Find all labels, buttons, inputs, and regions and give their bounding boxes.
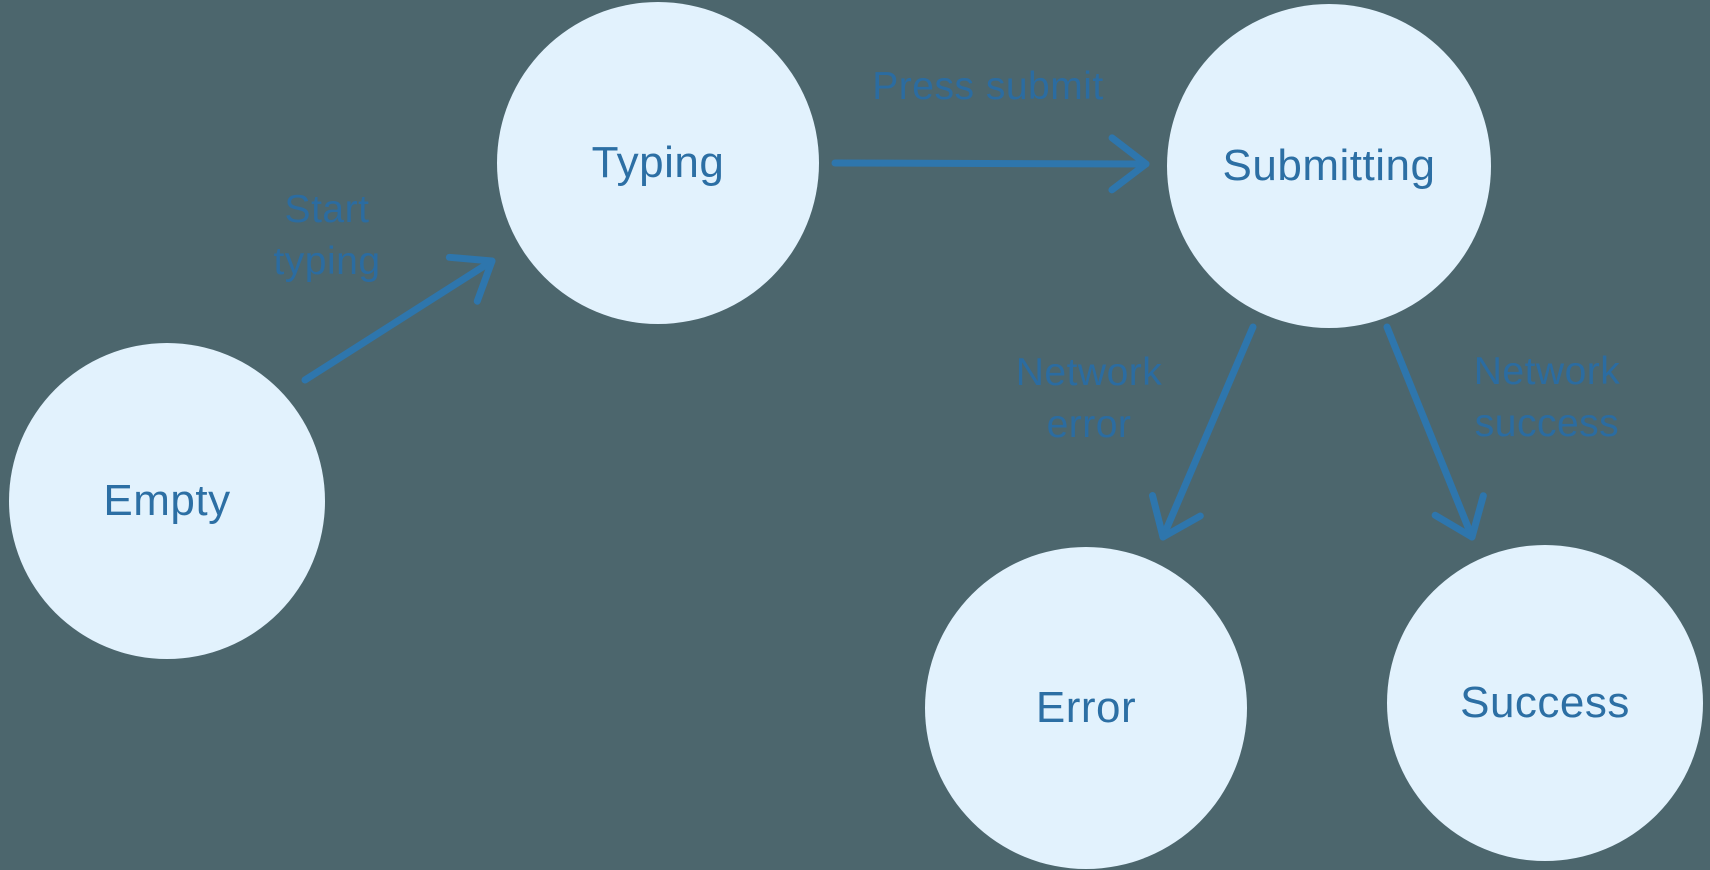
edge-label-start-typing: Start typing	[273, 184, 380, 288]
edge-label-line: error	[1046, 403, 1132, 446]
state-node-submitting: Submitting	[1167, 4, 1491, 328]
edge-label-line: Press submit	[872, 65, 1104, 108]
state-label-typing: Typing	[591, 138, 725, 187]
state-node-error: Error	[925, 547, 1247, 869]
state-node-empty: Empty	[9, 343, 325, 659]
edge-label-line: Network	[1015, 351, 1163, 394]
edge-label-line: Network	[1473, 350, 1621, 393]
edge-label-network-error: Network error	[1016, 347, 1163, 451]
edge-label-line: success	[1474, 402, 1620, 445]
state-label-empty: Empty	[103, 476, 231, 525]
arrow-submitting-to-success	[1383, 323, 1487, 541]
state-label-success: Success	[1460, 678, 1630, 727]
state-node-typing: Typing	[497, 2, 819, 324]
state-label-error: Error	[1035, 683, 1137, 732]
arrow-submitting-to-error	[1148, 323, 1257, 541]
edge-label-line: Start	[284, 188, 370, 231]
edge-label-line: typing	[273, 240, 381, 283]
state-label-submitting: Submitting	[1222, 141, 1436, 190]
state-node-success: Success	[1387, 545, 1703, 861]
arrow-typing-to-submitting	[831, 134, 1150, 194]
edge-label-network-success: Network success	[1474, 346, 1621, 450]
edge-label-press-submit: Press submit	[872, 61, 1103, 113]
